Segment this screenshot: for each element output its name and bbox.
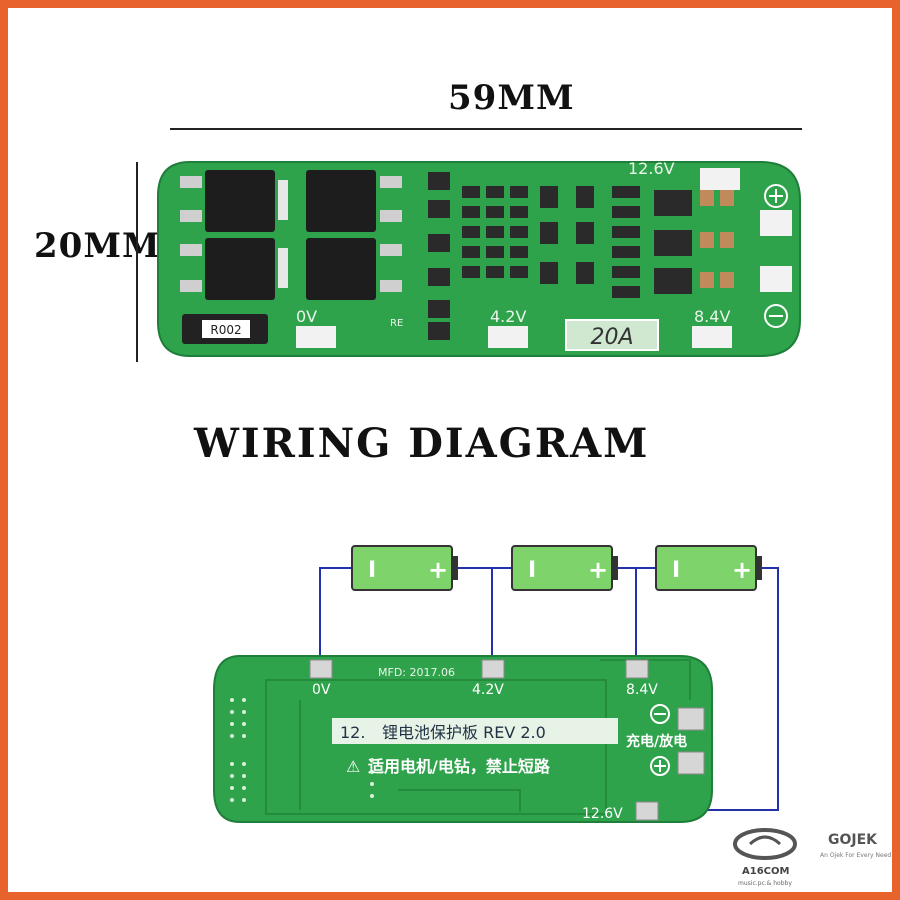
via-dots <box>230 698 374 802</box>
bottom-plus-symbol-icon <box>650 756 670 776</box>
cell3-minus-label: I <box>672 558 680 583</box>
minus-symbol-icon <box>764 304 788 328</box>
battery-cell-1 <box>351 545 458 591</box>
plus-symbol-icon <box>764 184 788 208</box>
board-title-prefix: 12. <box>340 723 365 742</box>
width-dimension-line <box>170 128 802 130</box>
cell1-plus-label: + <box>428 556 448 584</box>
bottom-84v-label: 8.4V <box>626 682 658 698</box>
top-126v-label: 12.6V <box>628 159 675 178</box>
resistor-label: R002 <box>210 323 241 337</box>
charge-discharge-label: 充电/放电 <box>626 733 687 750</box>
gojek-logo-text: GOJEK <box>828 832 878 848</box>
gojek-tagline: An Ojek For Every Need <box>820 852 892 859</box>
top-84v-label: 8.4V <box>694 307 730 326</box>
mfd-label: MFD: 2017.06 <box>378 666 455 679</box>
bottom-42v-label: 4.2V <box>472 682 504 698</box>
a16com-brand-subtext: music.pc.& hobby <box>738 880 792 887</box>
current-rating-label: 20A <box>590 325 633 350</box>
bottom-0v-label: 0V <box>312 682 331 698</box>
bottom-pads <box>309 659 705 821</box>
height-dimension-label: 20MM <box>34 226 161 266</box>
cell2-plus-label: + <box>588 556 608 584</box>
re-label: RE <box>390 318 403 329</box>
cell1-minus-label: I <box>368 558 376 583</box>
top-0v-label: 0V <box>296 307 317 326</box>
board-title-strip <box>332 718 618 744</box>
wires <box>319 567 779 811</box>
warning-icon: ⚠ <box>346 757 360 776</box>
mosfet-group <box>180 170 402 300</box>
cell3-plus-label: + <box>732 556 752 584</box>
top-42v-label: 4.2V <box>490 307 526 326</box>
wiring-diagram-title: WIRING DIAGRAM <box>194 420 650 467</box>
width-dimension-label: 59MM <box>448 78 575 118</box>
smd-components <box>428 172 734 340</box>
height-dimension-line <box>136 162 138 362</box>
top-pads <box>296 168 792 348</box>
bottom-minus-symbol-icon <box>650 704 670 724</box>
battery-cell-3 <box>655 545 762 591</box>
battery-cell-2 <box>511 545 618 591</box>
cell2-minus-label: I <box>528 558 536 583</box>
board-title-text: 锂电池保护板 REV 2.0 <box>382 723 546 742</box>
a16com-brand-text: A16COM <box>742 866 790 877</box>
bottom-126v-label: 12.6V <box>582 806 623 822</box>
current-label-box <box>565 319 659 351</box>
board-warning-text: 适用电机/电钻，禁止短路 <box>368 757 551 776</box>
a16com-logo-icon <box>733 828 797 860</box>
